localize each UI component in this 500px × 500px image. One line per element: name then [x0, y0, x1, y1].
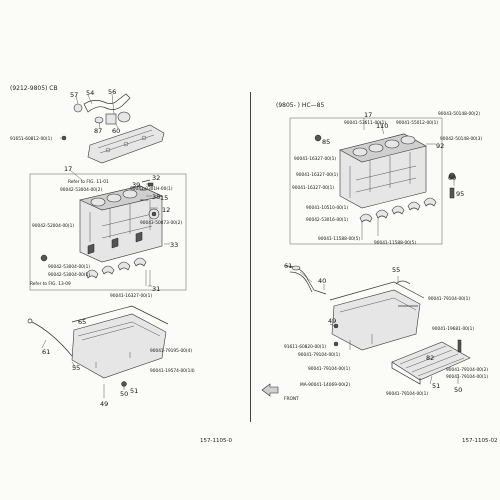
part-90041-79195: 90041-79195-00(4) — [150, 348, 192, 354]
part-r-90041-16327-c: 90041-16327-00(1) — [292, 185, 334, 191]
callout-r50: 50 — [454, 386, 462, 394]
part-r-90041-79104-c: 90041-79104-00(1) — [308, 366, 350, 372]
callout-55: 55 — [72, 364, 80, 372]
callout-38: 38 — [152, 193, 160, 201]
callout-r55: 55 — [392, 266, 400, 274]
plug-85 — [314, 134, 322, 142]
part-91651-60812: 91651-60812-00(1) — [10, 136, 52, 142]
front-arrow-icon — [261, 383, 279, 397]
left-footer-code: 157-1105-0 — [200, 438, 232, 444]
dipstick — [27, 318, 73, 357]
callout-12: 12 — [162, 206, 170, 214]
part-90041-19574: 90041-19574-00(14) — [150, 368, 195, 374]
callout-60: 60 — [112, 127, 120, 135]
part-r-90041-16327-a: 90041-16327-00(1) — [294, 156, 336, 162]
callout-32: 32 — [152, 174, 160, 182]
callout-85: 85 — [322, 138, 330, 146]
oil-pan-hc — [329, 281, 425, 351]
part-90041-16327: 90041-16327-00(1) — [110, 293, 152, 299]
part-90042-53004-c: 90042-53004-00(1) — [48, 264, 90, 270]
oil-strainer — [285, 265, 327, 295]
callout-r51: 51 — [432, 382, 440, 390]
callout-15: 15 — [160, 194, 168, 202]
callout-54: 54 — [86, 89, 94, 97]
part-r-90041-55012: 90041-55012-00(1) — [396, 120, 438, 126]
front-label: FRONT — [284, 396, 299, 402]
callout-51: 51 — [130, 387, 138, 395]
oil-filler-assembly — [61, 93, 131, 141]
part-r-91611-60820: 91611-60820-00(1) — [284, 344, 326, 350]
callout-110: 110 — [376, 122, 388, 130]
ref-fig-11-01: Refer to FIG. 11-01 — [68, 179, 109, 185]
bolt-95 — [449, 187, 455, 199]
cylinder-block-hc — [339, 133, 427, 209]
part-90042-53004-a: 90042-53004-00(2) — [60, 187, 102, 193]
callout-39: 39 — [132, 181, 140, 189]
callout-87: 87 — [94, 127, 102, 135]
part-r-ma-90041-14069: MA-90041-14069-00(2) — [300, 382, 350, 388]
main-bearing-caps — [359, 197, 437, 240]
right-footer-code: 157-1105-02 — [462, 438, 497, 444]
head-cover — [87, 124, 165, 164]
callout-82: 82 — [426, 354, 434, 362]
left-panel-header: (9212-9805) CB — [10, 85, 58, 92]
part-r-90041-79104-e: 90041-79104-00(1) — [446, 374, 488, 380]
seal-55 — [395, 280, 411, 285]
callout-56: 56 — [108, 88, 116, 96]
part-r-90043-50148: 90043-50148-00(2) — [438, 111, 480, 117]
part-r-90041-79104-f: 90041-79104-00(1) — [386, 391, 428, 397]
leader-lines — [41, 93, 459, 398]
cylinder-block — [79, 185, 163, 263]
callout-57: 57 — [70, 91, 78, 99]
callout-17: 17 — [64, 165, 72, 173]
callout-92: 92 — [436, 142, 444, 150]
bearing-caps — [85, 257, 151, 286]
part-r-90042-53016: 90042-53016-00(1) — [306, 217, 348, 223]
bolt-69 — [448, 172, 456, 180]
panel-divider — [250, 92, 251, 422]
part-90042-53004-d: 90042-53004-00(1) — [48, 272, 90, 278]
part-r-90041-10510: 90041-10510-00(1) — [306, 205, 348, 211]
callout-r49: 49 — [328, 317, 336, 325]
part-r-90041-53611: 90041-53611-00(1) — [344, 120, 386, 126]
right-block-frame — [289, 117, 443, 245]
callout-r61: 61 — [284, 262, 292, 270]
part-r-90042-50148: 90042-50148-00(3) — [440, 136, 482, 142]
part-r-90041-19681: 90041-19681-00(1) — [432, 326, 474, 332]
part-90042-53004-b: 90042-52004-00(1) — [32, 223, 74, 229]
part-r-90041-79104-a: 90041-79104-00(1) — [428, 296, 470, 302]
right-panel-drawing — [261, 117, 471, 397]
drain-plug — [40, 254, 48, 262]
oil-pan — [71, 305, 169, 387]
callout-65: 65 — [78, 318, 86, 326]
part-90041-0301h: 90041-0301H-00(1) — [130, 186, 173, 192]
left-block-frame — [29, 173, 187, 291]
callout-33: 33 — [170, 241, 178, 249]
part-r-90041-16327-b: 90041-16327-00(1) — [296, 172, 338, 178]
right-panel-header: (9805- ) HC—85 — [276, 102, 325, 109]
part-r-90041-11588-a: 90041-11588-00(5) — [318, 236, 360, 242]
callout-61: 61 — [42, 348, 50, 356]
callout-49: 49 — [100, 400, 108, 408]
part-r-90041-79104-d: 90041-79104-00(2) — [446, 367, 488, 373]
ref-fig-13-09: Refer to FIG. 13-09 — [30, 281, 71, 287]
callout-50: 50 — [120, 390, 128, 398]
part-r-90041-11588-b: 90041-11588-00(5) — [374, 240, 416, 246]
callout-95: 95 — [456, 190, 464, 198]
part-r-90041-79104-b: 90041-79104-00(1) — [298, 352, 340, 358]
callout-r17: 17 — [364, 111, 372, 119]
baffle-plate — [391, 341, 471, 385]
part-90043-50073: 90043-50073-00(2) — [140, 220, 182, 226]
left-panel-drawing — [27, 93, 187, 387]
callout-31: 31 — [152, 285, 160, 293]
callout-69: 69 — [448, 174, 456, 182]
callout-40: 40 — [318, 277, 326, 285]
